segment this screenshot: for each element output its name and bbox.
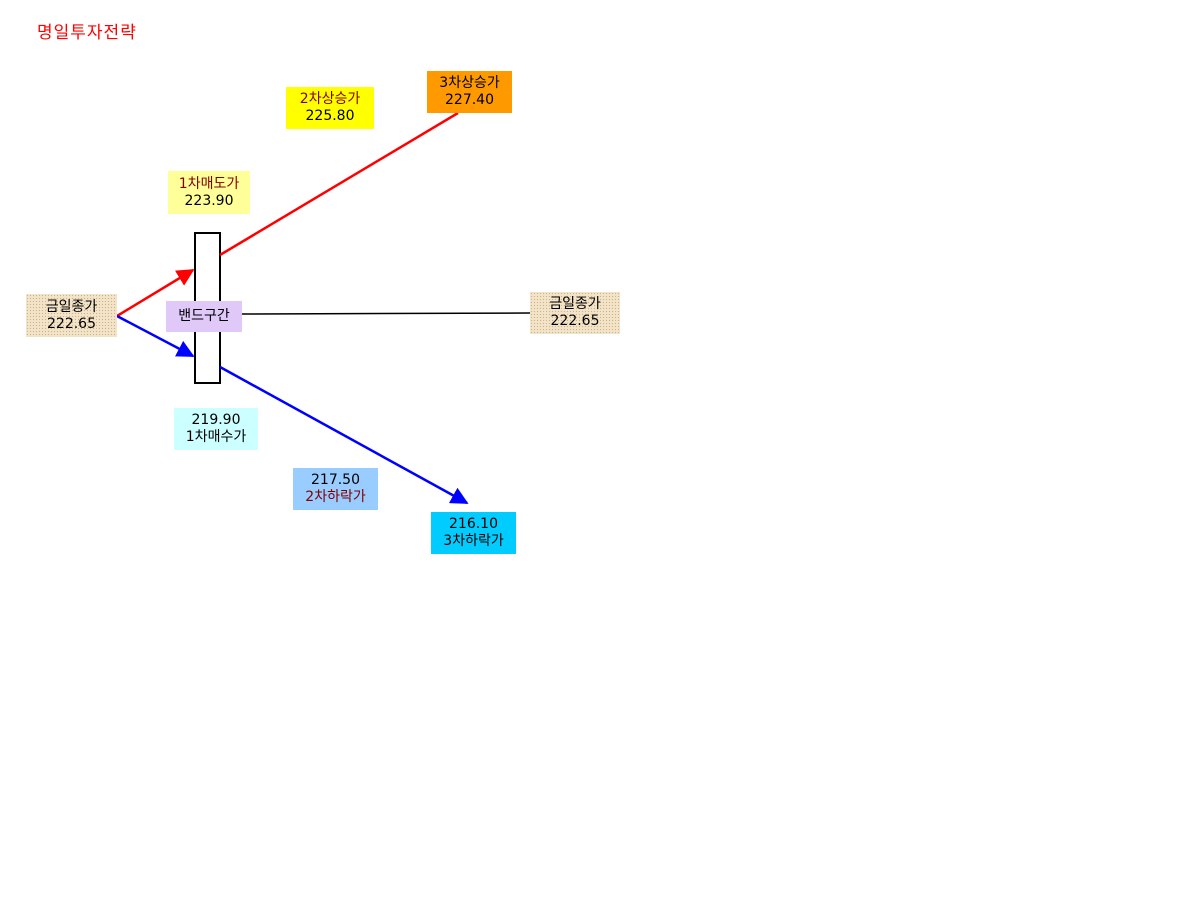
sell1-price-box: 1차매도가 223.90 [168,171,250,214]
line-band-to-close [241,312,531,315]
rise2-label: 2차상승가 [299,91,361,107]
rise3-label: 3차상승가 [439,75,500,91]
close-price-box-left: 금일종가 222.65 [26,294,117,337]
rise3-price-box: 3차상승가 227.40 [427,71,512,113]
line-band-to-rise3 [219,111,459,257]
line-close-to-buy1 [116,314,195,358]
fall2-value: 217.50 [311,472,360,488]
close-price-value: 222.65 [47,315,96,332]
band-zone-label: 밴드구간 [178,308,230,324]
rise2-price-box: 2차상승가 225.80 [286,87,374,129]
band-zone-box: 밴드구간 [166,301,242,332]
line-band-to-fall3 [219,365,469,505]
page-title: 명일투자전략 [37,23,137,43]
line-close-to-sell1 [116,268,195,318]
fall2-label: 2차하락가 [305,489,366,505]
rise2-value: 225.80 [305,108,355,124]
fall3-value: 216.10 [449,516,498,532]
fall3-label: 3차하락가 [443,533,504,549]
buy1-price-box: 219.90 1차매수가 [174,408,258,450]
close-price-label: 금일종가 [549,296,601,312]
fall3-price-box: 216.10 3차하락가 [431,512,516,554]
close-price-box-right: 금일종가 222.65 [530,292,620,334]
close-price-label: 금일종가 [45,298,98,315]
buy1-value: 219.90 [191,412,241,428]
fall2-price-box: 217.50 2차하락가 [293,468,378,510]
sell1-value: 223.90 [184,192,234,209]
sell1-label: 1차매도가 [178,175,240,192]
rise3-value: 227.40 [445,92,494,108]
close-price-value: 222.65 [550,313,600,329]
buy1-label: 1차매수가 [185,429,247,445]
